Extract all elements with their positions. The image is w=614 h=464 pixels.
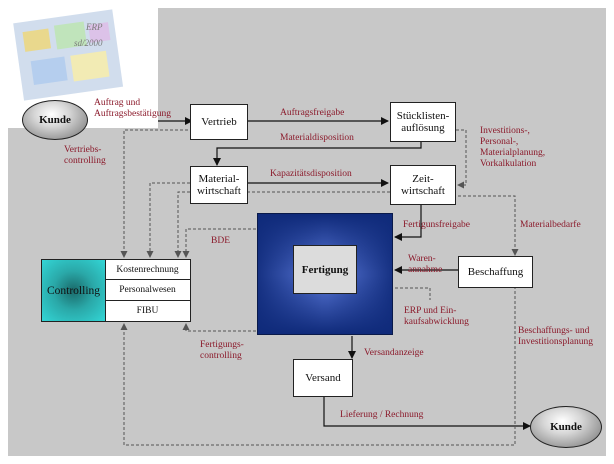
solid-flows xyxy=(79,117,531,430)
erp-logo-graphic xyxy=(13,9,124,101)
stuecklisten-box: Stücklisten- auflösung xyxy=(390,102,456,142)
beschaffung-box: Beschaffung xyxy=(458,256,533,288)
label-bde: BDE xyxy=(211,236,230,246)
materialwirtschaft-box: Material- wirtschaft xyxy=(190,166,248,204)
label-fertigungscontrolling: Fertigungs- controlling xyxy=(200,340,244,361)
controlling-block: Controlling Kostenrechnung Personalwesen… xyxy=(41,259,191,322)
label-fertigungsfreigabe: Fertigunsfreigabe xyxy=(403,220,471,230)
label-auftragsfreigabe: Auftragsfreigabe xyxy=(280,108,345,118)
label-investitionen: Investitions-, Personal-, Materialplanun… xyxy=(480,126,546,169)
logo-text-version: sd/2000 xyxy=(74,38,103,48)
label-vertriebscontrolling: Vertriebs- controlling xyxy=(64,145,106,166)
label-kapazitaetsdisposition: Kapazitätsdisposition xyxy=(270,169,352,179)
kunde-top-ellipse: Kunde xyxy=(22,100,88,140)
dashed-flows xyxy=(120,129,519,446)
controlling-title: Controlling xyxy=(42,260,106,321)
label-materialbedarfe: Materialbedarfe xyxy=(520,220,581,230)
label-materialdisposition: Materialdisposition xyxy=(280,133,354,143)
kunde-bottom-ellipse: Kunde xyxy=(530,406,602,448)
erp-logo: ERP sd/2000 xyxy=(0,0,158,126)
vertrieb-box: Vertrieb xyxy=(190,104,248,140)
controlling-row-personalwesen: Personalwesen xyxy=(105,280,190,301)
logo-text-erp: ERP xyxy=(86,22,103,32)
label-erp-einkauf: ERP und Ein- kaufsabwicklung xyxy=(404,306,469,327)
controlling-row-kostenrechnung: Kostenrechnung xyxy=(105,260,190,280)
controlling-row-fibu: FIBU xyxy=(136,306,159,316)
label-auftrag: Auftrag und Auftragsbestätigung xyxy=(94,98,172,119)
label-versandanzeige: Versandanzeige xyxy=(364,348,424,358)
label-lieferung: Lieferung / Rechnung xyxy=(340,410,424,420)
zeitwirtschaft-box: Zeit- wirtschaft xyxy=(390,165,456,205)
label-beschaffungsplanung: Beschaffungs- und Investitionsplanung xyxy=(518,326,593,347)
fertigung-box: Fertigung xyxy=(293,245,357,294)
label-warenannahme: Waren- annahme xyxy=(408,254,443,275)
versand-box: Versand xyxy=(293,359,353,397)
